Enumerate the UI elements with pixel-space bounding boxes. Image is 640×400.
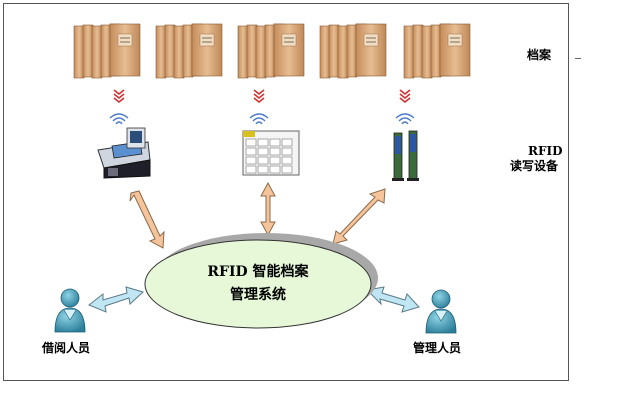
borrower-label: 借阅人员: [42, 341, 91, 355]
rfid-signal-icon: [113, 89, 125, 103]
link-arrow-manager: [365, 286, 420, 313]
rfid-gate-icon: [392, 130, 419, 181]
rfid-label: RFID: [528, 144, 563, 158]
archive-stack-icon: [404, 24, 470, 78]
link-arrow-right: [332, 188, 386, 245]
rfid-desktop-reader-icon: [97, 127, 151, 179]
link-arrow-borrower: [88, 286, 144, 313]
archives-label: 档案: [527, 48, 552, 62]
archive-stack-icon: [238, 24, 304, 78]
archive-stack-icon: [74, 24, 140, 78]
rfid-wave-icon: [249, 113, 269, 125]
archive-stack-icon: [320, 24, 386, 78]
link-arrow-center: [260, 181, 276, 237]
borrower-person-icon: [54, 288, 86, 333]
archive-stack-icon: [156, 24, 222, 78]
reader-device-label: 读写设备: [510, 159, 559, 173]
center-title-line1: RFID 智能档案: [207, 264, 309, 280]
rfid-signal-icon: [253, 89, 265, 103]
rfid-signal-icon: [399, 89, 411, 103]
center-title-line2: 管理系统: [230, 287, 286, 303]
manager-label: 管理人员: [413, 341, 462, 355]
link-arrow-left: [129, 190, 165, 249]
rfid-wave-icon: [395, 113, 415, 125]
manager-person-icon: [425, 289, 457, 334]
rfid-shelf-panel-icon: [242, 130, 300, 176]
central-system-ellipse: [144, 239, 372, 329]
decorative-tick: [575, 58, 581, 59]
rfid-wave-icon: [109, 113, 129, 125]
